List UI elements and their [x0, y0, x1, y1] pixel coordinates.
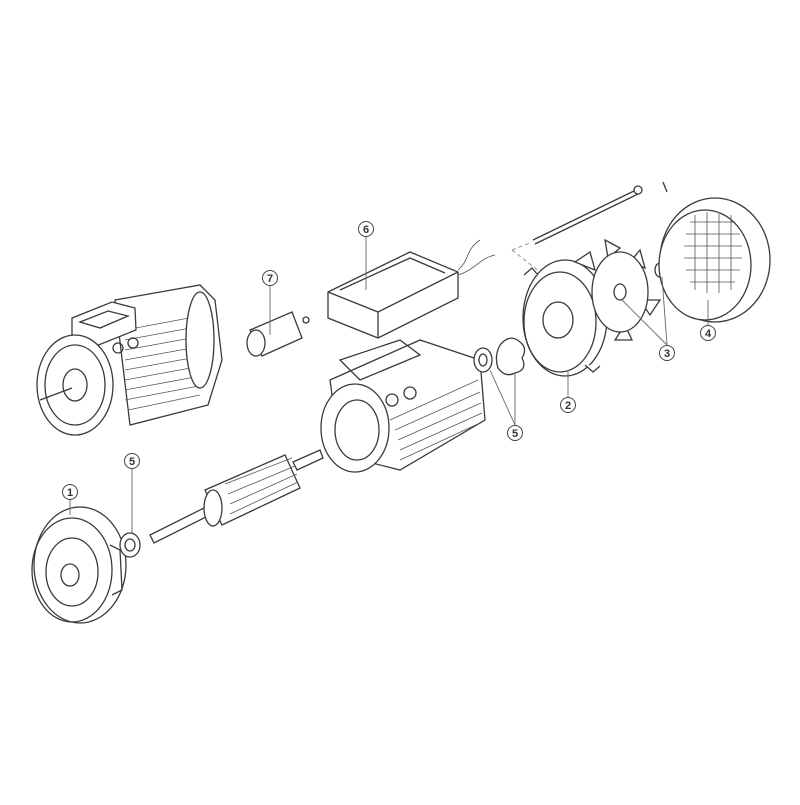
fan-cover-illustration: [658, 181, 771, 323]
rear-bearing-illustration: [473, 337, 526, 376]
callout-5-front-bearing: 5: [124, 453, 140, 469]
callout-3: 3: [659, 345, 675, 361]
front-flange-illustration: [31, 506, 127, 624]
tie-rod-illustration: [511, 185, 643, 273]
leader-lines: [69, 237, 709, 533]
front-bearing-illustration: [119, 532, 141, 558]
stator-housing-illustration: [320, 339, 486, 473]
rotor-illustration: [149, 449, 324, 544]
callout-6: 6: [358, 221, 374, 237]
callout-5-rear-bearing: 5: [507, 425, 523, 441]
capacitor-illustration: [246, 311, 310, 357]
callout-1: 1: [62, 484, 78, 500]
rear-end-shield-illustration: [522, 259, 608, 377]
callout-4: 4: [700, 325, 716, 341]
callout-7: 7: [262, 270, 278, 286]
callout-2: 2: [560, 397, 576, 413]
terminal-box-illustration: [327, 239, 496, 339]
assembled-motor-illustration: [36, 284, 223, 436]
